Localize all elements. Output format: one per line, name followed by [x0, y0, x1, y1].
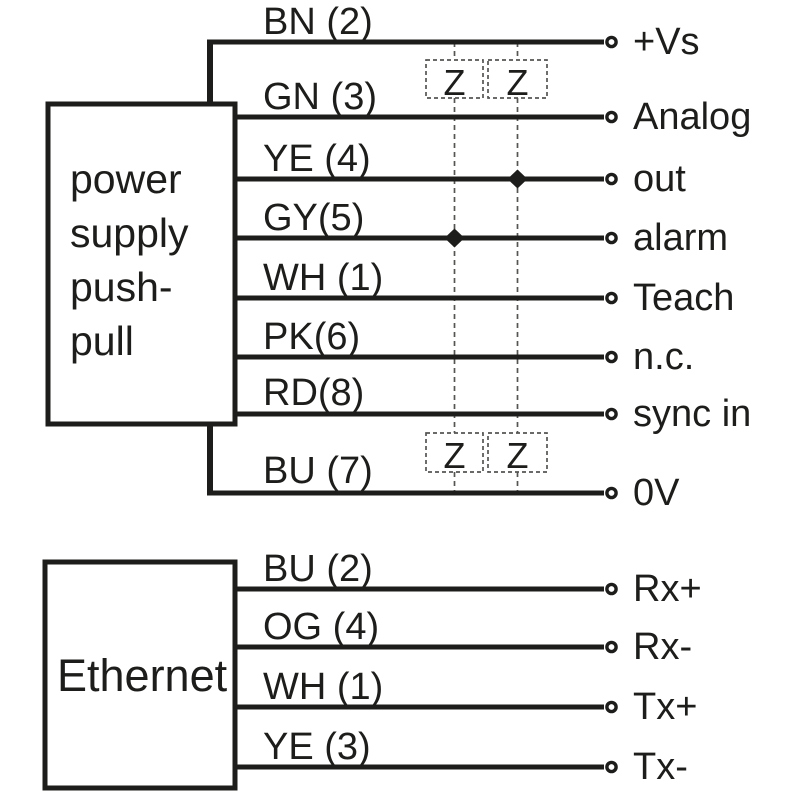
wire-label: BN (2)	[263, 1, 373, 43]
terminal-label: Rx-	[633, 626, 692, 668]
terminal-label: alarm	[633, 217, 728, 259]
wire-label: BU (2)	[263, 548, 373, 590]
impedance-box	[487, 432, 548, 473]
terminal-label: Analog	[633, 96, 751, 138]
wire-label: PK(6)	[263, 316, 360, 358]
terminal-circle	[605, 291, 618, 305]
ethernet-label: Ethernet	[57, 650, 228, 701]
terminal-circle	[605, 700, 618, 714]
terminal-label: 0V	[633, 472, 680, 514]
wire-label: BU (7)	[263, 450, 373, 492]
wire-label: YE (3)	[263, 726, 371, 768]
impedance-box	[425, 59, 484, 99]
terminal-label: Rx+	[633, 568, 702, 610]
terminal-label: n.c.	[633, 336, 694, 378]
ethernet-box: Ethernet	[42, 559, 238, 791]
terminal-circle	[605, 486, 618, 500]
impedance-label: Z	[444, 62, 466, 103]
ethernet-wires: BU (2) Rx+ OG (4) Rx- WH (1) Tx+ YE (3) …	[233, 548, 702, 788]
wire-label: YE (4)	[263, 138, 371, 180]
impedance-boxes-top: Z Z	[425, 59, 548, 103]
impedance-box	[487, 59, 548, 99]
impedance-box	[425, 432, 484, 473]
power-supply-label-line: push-	[70, 264, 173, 310]
wire-label: GY(5)	[263, 197, 364, 239]
power-wires: BN (2) +Vs GN (3) Analog YE (4) out GY(5…	[207, 1, 751, 514]
wire-label: RD(8)	[263, 372, 364, 414]
junction-dot	[444, 228, 465, 248]
terminal-circle	[605, 640, 618, 654]
power-supply-label-line: pull	[70, 318, 134, 364]
impedance-label: Z	[444, 435, 466, 476]
terminal-circle	[605, 350, 618, 364]
power-supply-label-line: supply	[70, 210, 189, 256]
power-supply-box: power supply push- pull	[45, 101, 238, 427]
terminal-circle	[605, 231, 618, 245]
impedance-label: Z	[507, 435, 529, 476]
impedance-label: Z	[507, 62, 529, 103]
terminal-label: out	[633, 158, 686, 200]
terminal-circle	[605, 407, 618, 421]
terminal-label: Tx+	[633, 686, 697, 728]
terminal-label: Teach	[633, 277, 734, 319]
impedance-boxes-bottom: Z Z	[425, 432, 548, 476]
power-supply-box-outline	[45, 101, 238, 427]
terminal-label: Tx-	[633, 746, 688, 788]
terminal-circle	[605, 35, 618, 49]
terminal-circle	[605, 582, 618, 596]
impedance-connectors	[453, 42, 519, 493]
wire-label: GN (3)	[263, 76, 377, 118]
ethernet-box-outline	[42, 559, 238, 791]
terminal-label: sync in	[633, 393, 751, 435]
power-supply-label-line: power	[70, 156, 182, 202]
terminal-circle	[605, 110, 618, 124]
wire-label: OG (4)	[263, 606, 379, 648]
wire-label: WH (1)	[263, 257, 383, 299]
terminal-circle	[605, 760, 618, 774]
wire-label: WH (1)	[263, 666, 383, 708]
terminal-label: +Vs	[633, 21, 700, 63]
junction-dot	[507, 169, 528, 189]
terminal-circle	[605, 172, 618, 186]
